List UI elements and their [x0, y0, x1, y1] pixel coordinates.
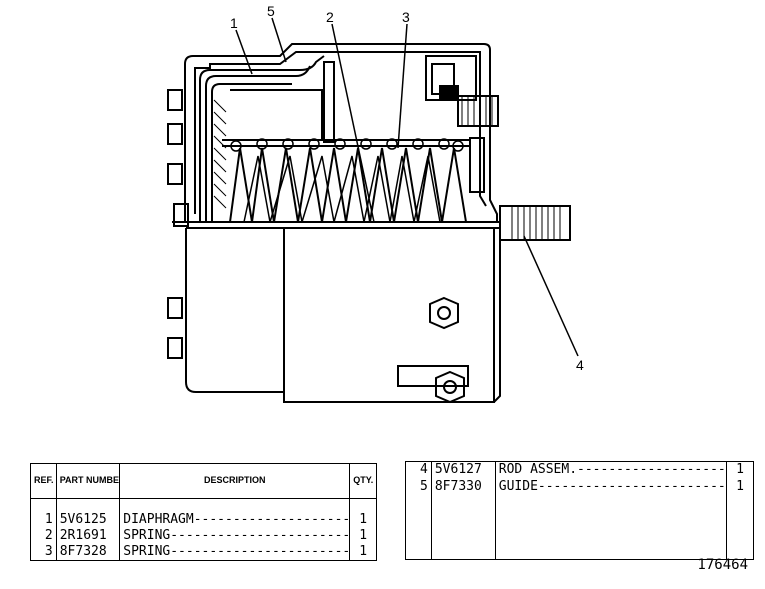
header-part-number: PART NUMBER — [56, 464, 121, 499]
ref-no: 2 — [31, 528, 57, 544]
ref-no: 5 — [406, 478, 432, 495]
upper-housing — [184, 43, 498, 222]
description: SPRING-------------------------- — [119, 528, 351, 544]
table-row: 1 5V6125 DIAPHRAGM----------------------… — [31, 512, 376, 528]
leader-3 — [397, 23, 408, 149]
part-number: 8F7328 — [56, 544, 121, 560]
quantity: 1 — [359, 544, 368, 559]
ref-no: 3 — [31, 544, 57, 560]
callout-4: 4 — [576, 357, 584, 373]
quantity: 1 — [359, 528, 368, 543]
parts-table-right: 4 5V6127 ROD ASSEM.---------------------… — [405, 461, 754, 560]
callout-3: 3 — [402, 9, 410, 25]
callout-2: 2 — [326, 9, 334, 25]
description: ROD ASSEM.---------------------- — [495, 462, 728, 479]
quantity: 1 — [359, 512, 368, 527]
bolt-upper-3 — [167, 163, 183, 185]
table-row: 3 8F7328 SPRING-------------------------… — [31, 544, 376, 560]
description: SPRING-------------------------- — [119, 544, 351, 560]
hex-bolt-lower — [435, 370, 465, 404]
header-ref-no: REF. NO. — [31, 464, 57, 499]
part-number: 5V6127 — [431, 462, 496, 479]
quantity: 1 — [736, 478, 744, 494]
callout-1: 1 — [230, 15, 238, 31]
spring-outer — [229, 147, 467, 223]
part-number: 2R1691 — [56, 528, 121, 544]
leader-4 — [523, 235, 579, 357]
lower-housing — [185, 228, 495, 403]
table-row: 4 5V6127 ROD ASSEM.---------------------… — [406, 462, 753, 479]
bolt-lower-1 — [167, 297, 183, 319]
ref-no: 1 — [31, 512, 57, 528]
assembly-drawing: 1 5 2 3 4 — [167, 3, 584, 404]
ref-no: 4 — [406, 462, 432, 479]
bolt-lower-2 — [167, 337, 183, 359]
bolt-upper-1 — [167, 89, 183, 111]
description: GUIDE--------------------------- — [495, 478, 728, 495]
spring-inner — [243, 155, 441, 223]
parts-table-left: REF. NO. PART NUMBER DESCRIPTION QTY. 1 … — [30, 463, 377, 561]
description: DIAPHRAGM----------------------- — [119, 512, 351, 528]
diaphragm — [199, 55, 325, 222]
part-number: 5V6125 — [56, 512, 121, 528]
callout-5: 5 — [267, 3, 275, 19]
bolt-upper-2 — [167, 123, 183, 145]
leader-1 — [235, 29, 253, 75]
part-number: 8F7330 — [431, 478, 496, 495]
rod-assembly — [499, 205, 571, 241]
hex-bolt-upper — [429, 296, 459, 330]
drawing-number: 176464 — [697, 557, 748, 573]
header-qty: QTY. — [349, 464, 376, 499]
leader-5 — [271, 17, 287, 63]
quantity: 1 — [736, 462, 744, 478]
table-row: 2 2R1691 SPRING-------------------------… — [31, 528, 376, 544]
table-row: 5 8F7330 GUIDE--------------------------… — [406, 478, 753, 495]
leader-2 — [331, 23, 375, 223]
header-description: DESCRIPTION — [119, 464, 351, 499]
